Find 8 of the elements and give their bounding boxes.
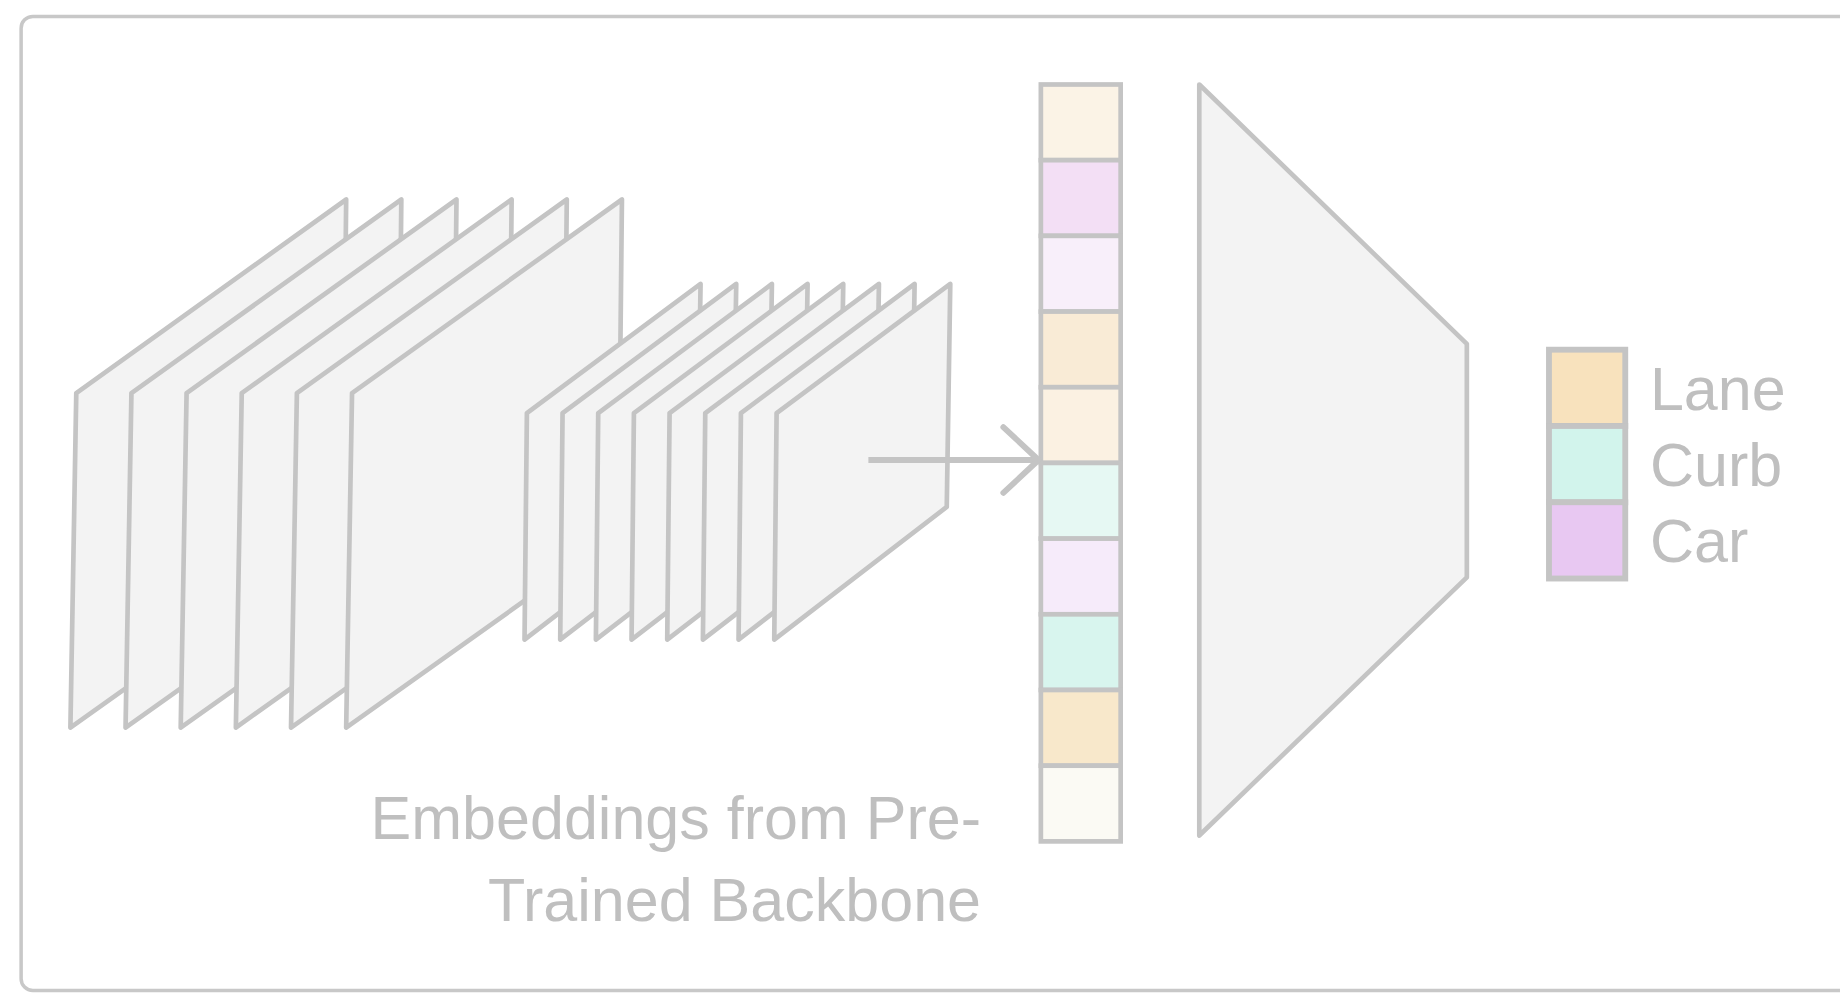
feature-map-layers-drawing	[68, 197, 953, 730]
legend-label: Lane	[1649, 353, 1786, 424]
embedding-label: Embeddings from Pre-Trained Backbone	[369, 782, 981, 937]
decoder-trapezoid	[1196, 82, 1470, 838]
legend-label: Car	[1649, 505, 1749, 577]
embedding-vector	[1038, 82, 1123, 844]
legend-label: Curb	[1649, 429, 1783, 500]
arrow	[868, 424, 1042, 496]
